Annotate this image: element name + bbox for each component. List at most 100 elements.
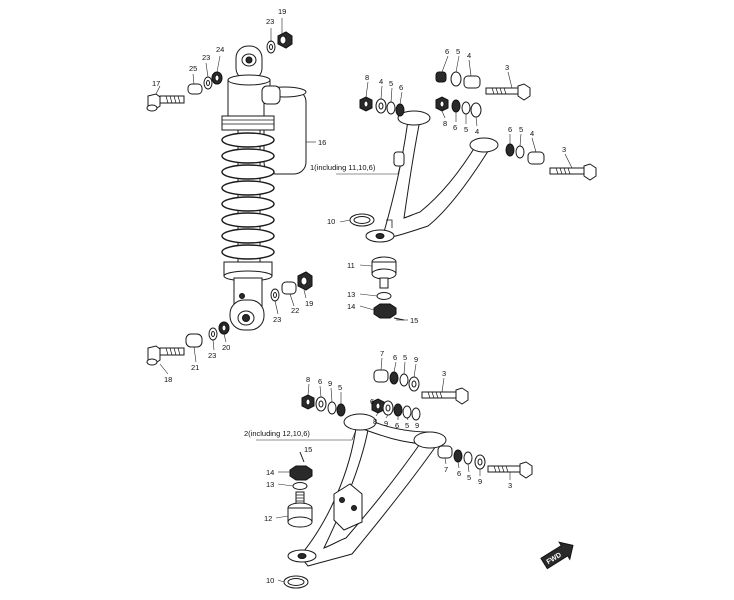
bushing-6-lower-rear-right [453, 449, 463, 463]
label-7: 7 [444, 465, 448, 474]
seal-5-upper-front-right [450, 71, 462, 87]
label-9: 9 [414, 355, 418, 364]
nut-14-lower [289, 465, 313, 481]
cotter-pin-15-upper [393, 317, 405, 321]
seal-5-lower-rear-right [463, 451, 473, 465]
label-16: 16 [318, 138, 326, 147]
spacer-21 [185, 333, 203, 348]
leader-lines [155, 18, 573, 583]
label-9: 9 [415, 421, 419, 430]
label-6: 6 [393, 353, 397, 362]
label-4: 4 [467, 51, 471, 60]
label-9: 9 [328, 379, 332, 388]
washer-4-upper-rear-left [470, 102, 482, 118]
seal-5-lower-front-left [327, 401, 337, 415]
label-3: 3 [508, 481, 512, 490]
nut-14-upper [373, 303, 397, 319]
label-17: 17 [152, 79, 160, 88]
label-7: 7 [380, 349, 384, 358]
label-21: 21 [191, 363, 199, 372]
part-labels: 23 19 24 23 25 17 16 19 22 23 23 20 21 1… [152, 7, 566, 585]
upper-arm-front-pivot [397, 110, 431, 126]
label-8: 8 [365, 73, 369, 82]
upper-a-arm [365, 110, 499, 243]
lower-arm-hardware-row2 [301, 394, 421, 421]
shock-absorber [221, 45, 307, 331]
label-11: 11 [347, 261, 355, 270]
label-6: 6 [395, 421, 399, 430]
ball-joint-12 [287, 491, 313, 528]
spacer-7-lower-front-right [373, 369, 389, 383]
label-6: 6 [318, 377, 322, 386]
label-22: 22 [291, 306, 299, 315]
upper-arm-front-hardware [359, 71, 531, 117]
label-6: 6 [508, 125, 512, 134]
label-5: 5 [405, 421, 409, 430]
label-23: 23 [273, 315, 281, 324]
shock-body-top [227, 74, 271, 86]
label-15: 15 [410, 316, 418, 325]
label-19: 19 [278, 7, 286, 16]
label-8: 8 [443, 119, 447, 128]
label-10: 10 [266, 576, 274, 585]
bushing-6-lower-front-left [336, 403, 346, 417]
label-6: 6 [399, 83, 403, 92]
label-5: 5 [456, 47, 460, 56]
label-5: 5 [338, 383, 342, 392]
label-5: 5 [389, 79, 393, 88]
seal-5-lower-rear-left [402, 405, 412, 419]
bushing-6-lower-front-right [389, 371, 399, 385]
seal-5-lower-front-right [399, 373, 409, 387]
label-10: 10 [327, 217, 335, 226]
seal-5-upper-rear-right [515, 145, 525, 159]
bushing-6-lower-rear-left [393, 403, 403, 417]
label-5: 5 [519, 125, 523, 134]
label-24: 24 [216, 45, 224, 54]
bolt-18 [146, 345, 185, 366]
label-8: 8 [373, 417, 377, 426]
ball-joint-11 [371, 256, 397, 289]
lower-arm-frame [299, 427, 437, 567]
bolt-3-lower-front [421, 387, 469, 405]
label-12: 12 [264, 514, 272, 523]
washer-4-upper-front-right [463, 75, 481, 89]
upper-arm-note: 1(including 11,10,6) [310, 163, 376, 172]
label-25: 25 [189, 64, 197, 73]
bolt-17 [146, 93, 185, 112]
label-14: 14 [347, 302, 355, 311]
label-5: 5 [403, 353, 407, 362]
bolt-3-upper-rear [549, 163, 597, 181]
shock-top-hardware [146, 31, 293, 112]
bushing-6-upper-front-right [435, 71, 447, 83]
washer-4-upper-rear-right [527, 151, 545, 165]
spacer-25 [187, 83, 203, 95]
shock-bottom-hardware [146, 271, 313, 366]
bolt-3-lower-rear [487, 461, 533, 479]
label-6: 6 [445, 47, 449, 56]
lower-a-arm [287, 413, 447, 567]
label-6: 6 [457, 469, 461, 478]
washer-13-lower [292, 482, 308, 490]
label-4: 4 [379, 77, 383, 86]
seal-5-upper-front [386, 101, 396, 115]
label-23: 23 [208, 351, 216, 360]
label-18: 18 [164, 375, 172, 384]
label-6: 6 [370, 397, 374, 406]
label-5: 5 [467, 473, 471, 482]
label-13: 13 [347, 290, 355, 299]
lower-arm-balljoint-parts [283, 451, 313, 589]
lower-arm-hardware-row1 [373, 369, 469, 405]
washer-13-upper [376, 292, 392, 300]
label-14: 14 [266, 468, 274, 477]
bushing-6-upper-front-left [395, 103, 405, 117]
label-9: 9 [478, 477, 482, 486]
label-5: 5 [464, 125, 468, 134]
fwd-arrow-icon [540, 541, 574, 570]
spacer-22 [281, 281, 297, 295]
lower-arm-rear-pivot [413, 431, 447, 449]
label-9: 9 [384, 419, 388, 428]
bushing-6-upper-rear-right [505, 143, 515, 157]
upper-arm-bracket [393, 151, 405, 167]
lower-arm-hardware-row3 [437, 445, 533, 479]
label-4: 4 [475, 127, 479, 136]
